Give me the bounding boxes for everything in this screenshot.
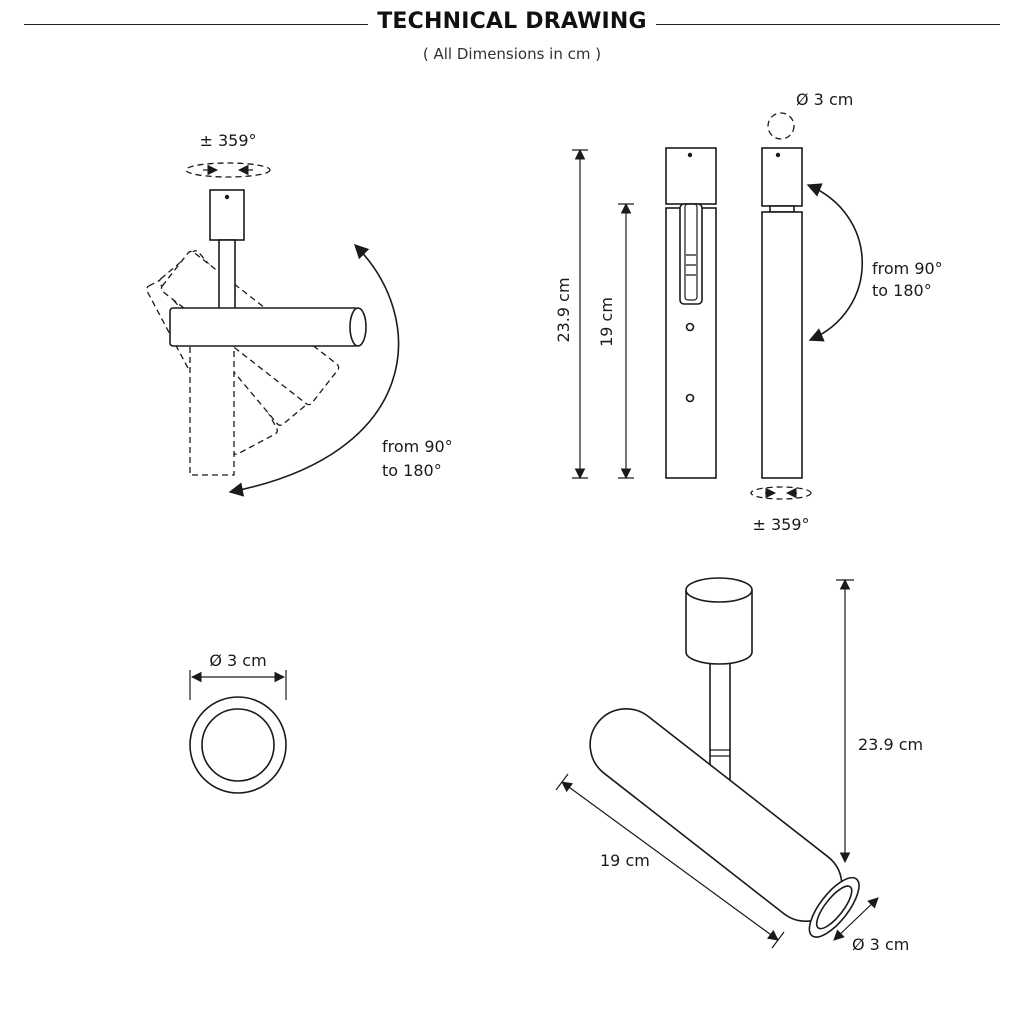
header: TECHNICAL DRAWING ( All Dimensions in cm… <box>0 0 1024 80</box>
iso-stem-joint <box>710 749 730 757</box>
page-title: TECHNICAL DRAWING <box>377 9 647 34</box>
side-tilt-label-1: from 90° <box>382 437 453 456</box>
side-elev-mount-screw <box>775 152 781 158</box>
top-view: Ø 3 cm <box>189 651 287 794</box>
front-hole-lower <box>685 393 695 403</box>
side-tube-end <box>349 307 367 347</box>
top-inner-ring <box>201 708 275 782</box>
top-diameter-ticks <box>189 670 287 700</box>
dim-total-height-label: 23.9 cm <box>554 277 573 342</box>
side-tube <box>169 307 359 347</box>
side-tilt-label-2: to 180° <box>382 461 442 480</box>
side-rotation-label: ± 359° <box>199 131 256 150</box>
front-slot-joint <box>686 254 696 276</box>
side-elev-mount-cap <box>761 147 803 207</box>
side-elev-joint <box>769 205 795 213</box>
iso-diameter-dim <box>833 897 879 941</box>
iso-cap-body <box>685 590 753 665</box>
dim-tube-length-label: 19 cm <box>597 297 616 347</box>
side-ghost-tubes <box>146 250 340 476</box>
side-mount-screw <box>224 194 230 200</box>
elev-rotation-indicator <box>750 486 812 500</box>
iso-diameter-label: Ø 3 cm <box>852 935 909 954</box>
front-hole-upper <box>685 322 695 332</box>
front-mount-screw <box>687 152 693 158</box>
side-rotation-indicator <box>185 162 271 178</box>
front-slot-inner <box>684 203 698 301</box>
side-tilt-arc <box>228 243 400 497</box>
dim-total-height-ticks <box>572 149 588 479</box>
side-view: ± 359° from 90° to 180° <box>146 131 453 497</box>
title-rule-left <box>24 24 368 25</box>
iso-length-label: 19 cm <box>600 851 650 870</box>
iso-length-ticks <box>555 773 785 949</box>
side-diameter-circle <box>767 112 795 140</box>
iso-view: 23.9 cm 19 cm Ø 3 cm <box>555 577 923 954</box>
top-diameter-label: Ø 3 cm <box>209 651 266 670</box>
iso-height-label: 23.9 cm <box>858 735 923 754</box>
elev-tilt-arc <box>806 183 864 342</box>
side-diameter-label: Ø 3 cm <box>796 90 853 109</box>
dim-tube-length-ticks <box>618 203 634 479</box>
elev-rotation-label: ± 359° <box>752 515 809 534</box>
elevation-views: 23.9 cm 19 cm Ø 3 cm from 90° to 180° ± … <box>554 90 943 534</box>
iso-cap-top <box>685 577 753 603</box>
iso-length-dim <box>561 781 779 941</box>
page-subtitle: ( All Dimensions in cm ) <box>422 45 602 63</box>
front-slot <box>679 203 703 305</box>
elev-tilt-label-1: from 90° <box>872 259 943 278</box>
title-rule-right <box>656 24 1000 25</box>
side-elev-tube <box>761 211 803 479</box>
top-outer-ring <box>189 696 287 794</box>
ghost-tube-vertical <box>189 334 235 476</box>
elev-tilt-label-2: to 180° <box>872 281 932 300</box>
front-mount-cap <box>665 147 717 205</box>
side-stem <box>218 239 236 311</box>
